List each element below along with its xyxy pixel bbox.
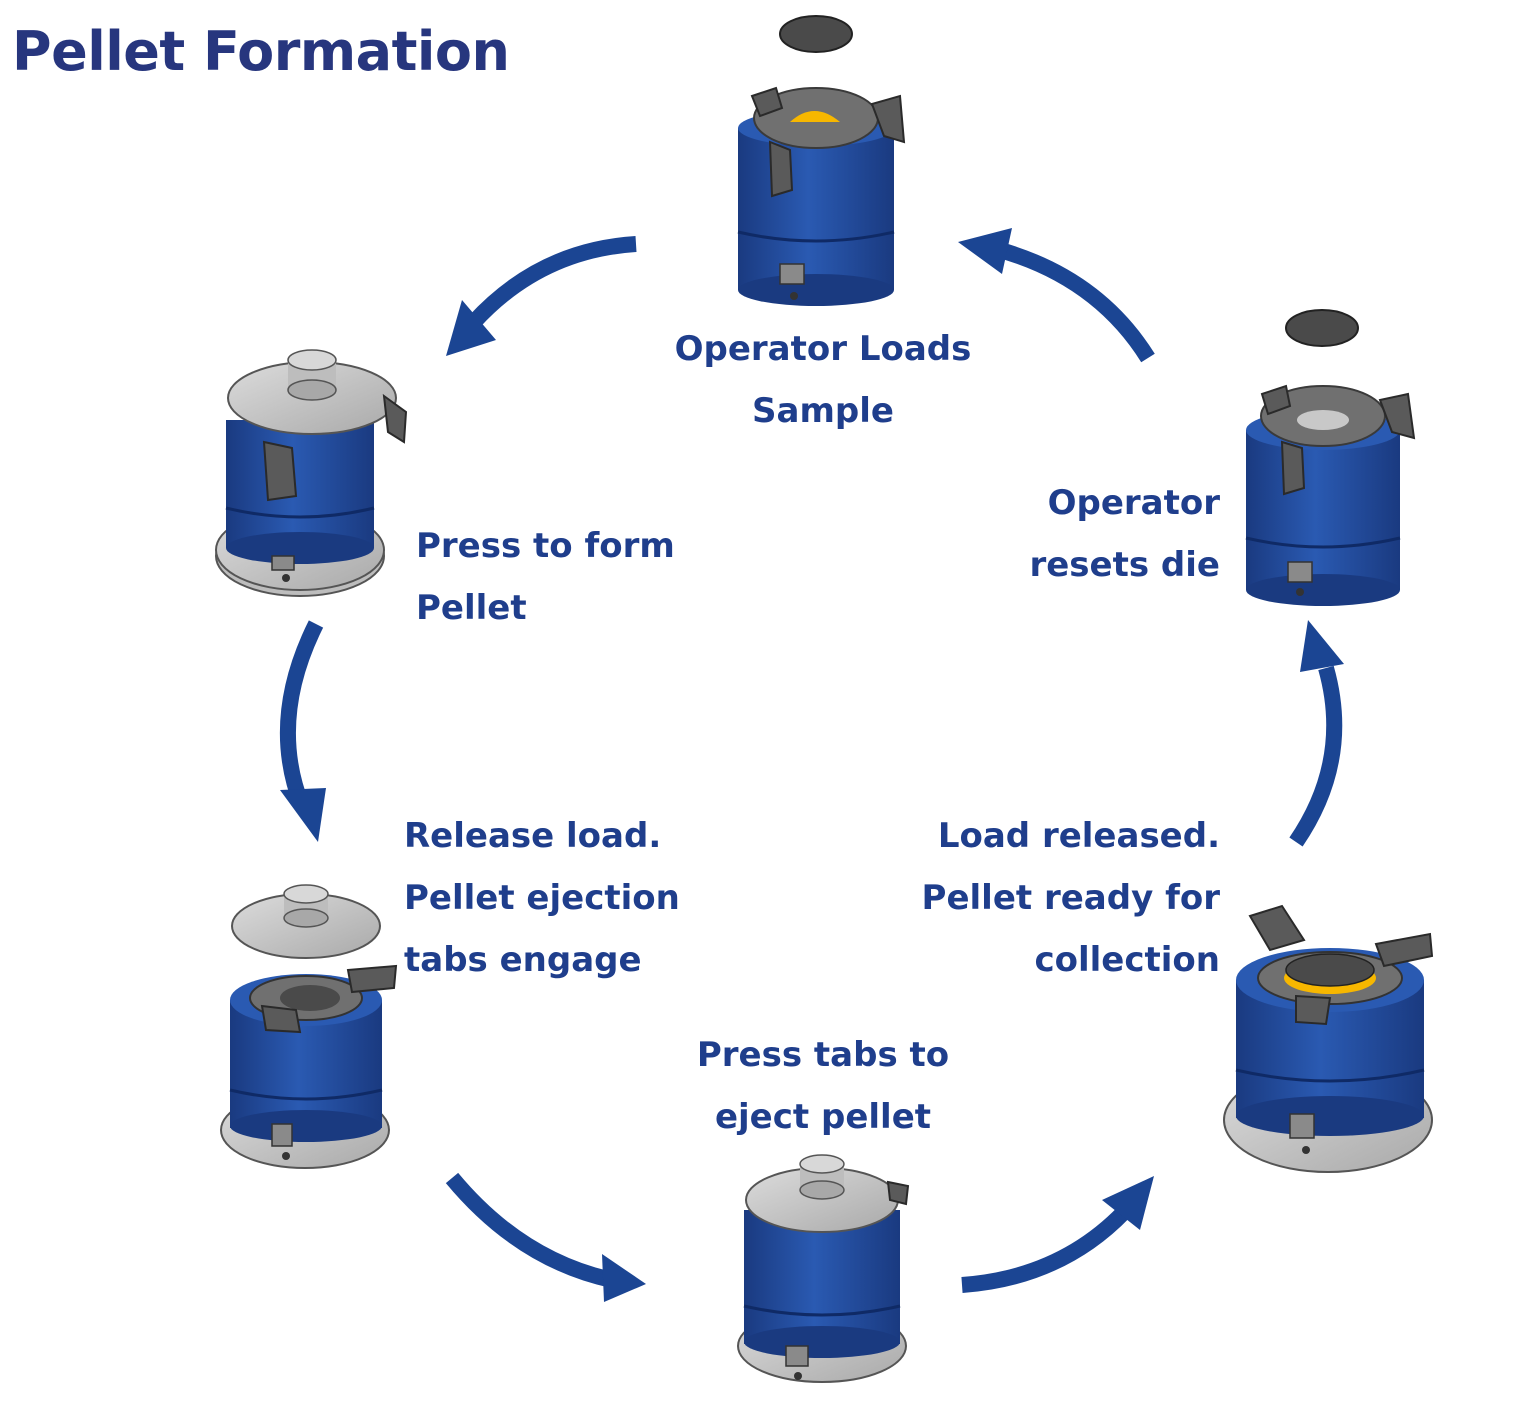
die-press [215, 349, 408, 597]
step-label-press: Press to form Pellet [416, 515, 716, 639]
step-line: Sample [752, 391, 894, 431]
step-label-reset: Operator resets die [960, 472, 1220, 596]
arrow-eject-to-collect [961, 1206, 1130, 1293]
die-release [220, 884, 398, 1169]
arrow-collect-to-reset [1289, 665, 1343, 847]
arrow-press-to-release [279, 620, 324, 809]
arrow-reset-to-load [997, 242, 1155, 363]
page-title: Pellet Formation [12, 20, 510, 83]
step-line: Press tabs to [696, 1035, 950, 1075]
arrowhead-5 [1300, 620, 1344, 672]
step-line: Pellet ready for [921, 878, 1220, 918]
arrowhead-1 [446, 300, 496, 356]
arrow-release-to-eject [445, 1172, 614, 1288]
step-line: eject pellet [714, 1097, 932, 1137]
step-line: Operator Loads [674, 329, 972, 369]
step-line: Press to form [416, 526, 675, 566]
step-line: Release load. [404, 816, 662, 856]
step-label-release: Release load. Pellet ejection tabs engag… [404, 805, 734, 991]
arrowhead-2 [280, 788, 326, 842]
arrowhead-4 [1102, 1176, 1154, 1230]
arrow-load-to-press [468, 236, 637, 328]
step-line: resets die [1029, 545, 1220, 585]
step-line: Pellet [416, 588, 527, 628]
die-eject [737, 1154, 910, 1383]
die-collect [1223, 904, 1434, 1173]
step-line: Load released. [937, 816, 1220, 856]
die-load [737, 15, 906, 306]
step-line: Pellet ejection [404, 878, 680, 918]
step-line: tabs engage [404, 940, 642, 980]
step-label-collect: Load released. Pellet ready for collecti… [880, 805, 1220, 991]
arrowhead-3 [602, 1254, 646, 1302]
step-line: collection [1034, 940, 1220, 980]
arrowhead-6 [958, 228, 1012, 274]
die-reset [1245, 309, 1416, 606]
step-label-load: Operator Loads Sample [640, 318, 1006, 442]
step-label-eject: Press tabs to eject pellet [660, 1024, 986, 1148]
step-line: Operator [1047, 483, 1220, 523]
